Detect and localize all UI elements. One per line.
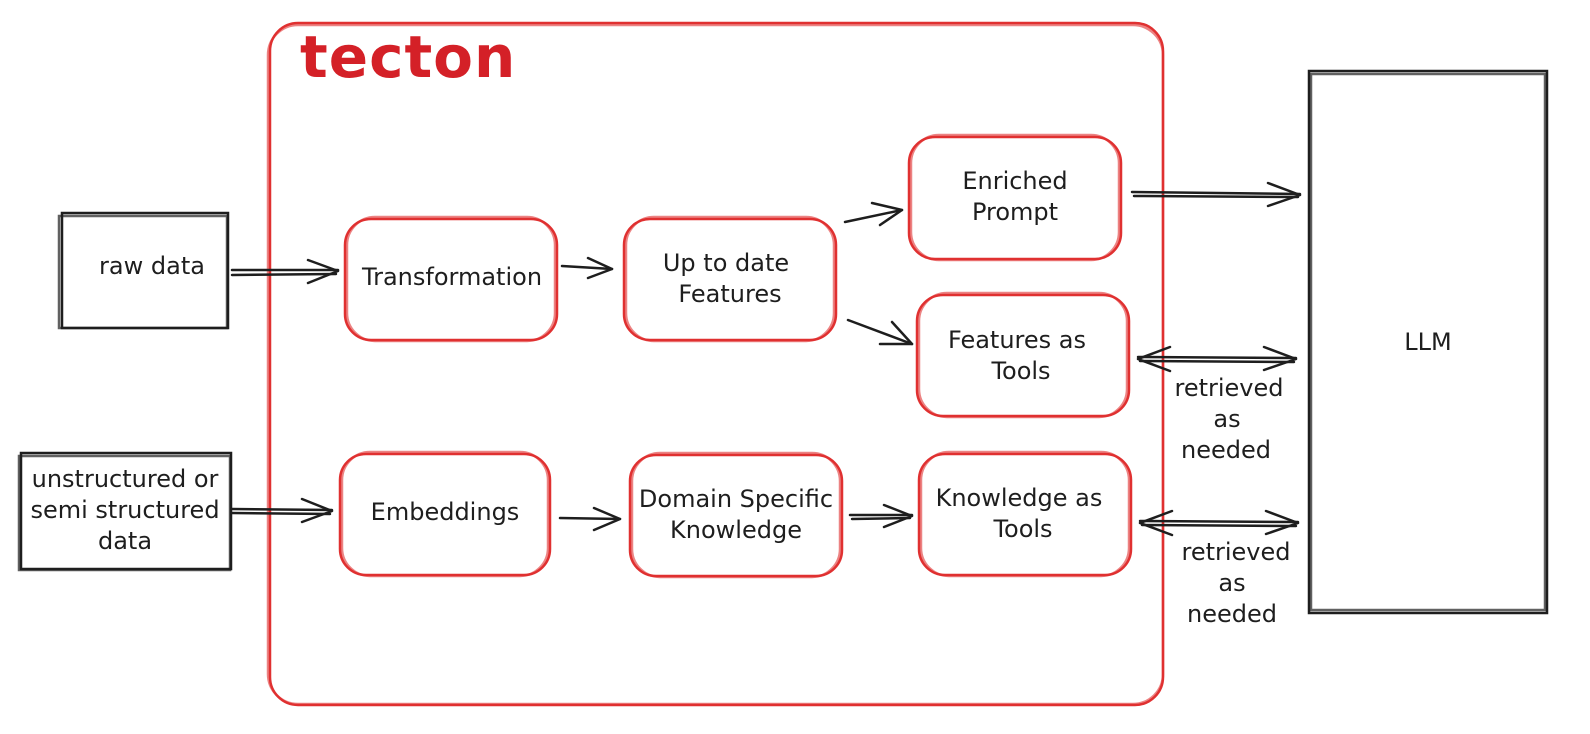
llm-box: LLM bbox=[1307, 69, 1549, 615]
embeddings-label: Embeddings bbox=[371, 498, 520, 526]
knowledge-as-tools-node: Knowledge as Tools bbox=[917, 450, 1133, 578]
svg-text:needed: needed bbox=[1181, 436, 1271, 464]
arrow-raw-to-transformation bbox=[230, 258, 340, 285]
knowledge-tools-label-line1: Knowledge as bbox=[936, 484, 1103, 512]
unstructured-label-line2: semi structured bbox=[30, 496, 219, 524]
arrow-features-to-tools bbox=[846, 318, 914, 346]
tecton-container-outline-2 bbox=[266, 23, 1165, 706]
features-as-tools-node: Features as Tools bbox=[915, 291, 1131, 419]
domain-label-line2: Knowledge bbox=[670, 516, 802, 544]
arrow-knowledge-tools-llm-bidirectional bbox=[1138, 509, 1300, 537]
arrow-features-to-enriched bbox=[843, 201, 904, 227]
svg-text:as: as bbox=[1218, 569, 1245, 597]
up-to-date-label-line1: Up to date bbox=[663, 249, 789, 277]
up-to-date-label-line2: Features bbox=[678, 280, 781, 308]
unstructured-label-line1: unstructured or bbox=[32, 465, 219, 493]
transformation-node: Transformation bbox=[343, 215, 559, 343]
domain-label-line1: Domain Specific bbox=[639, 485, 833, 513]
enriched-prompt-node: Enriched Prompt bbox=[907, 133, 1123, 262]
domain-knowledge-node: Domain Specific Knowledge bbox=[628, 451, 844, 579]
raw-data-box: raw data bbox=[57, 211, 230, 330]
arrow-enriched-to-llm bbox=[1130, 181, 1302, 208]
arrow-embeddings-to-domain bbox=[558, 506, 622, 532]
features-tools-label-line1: Features as bbox=[948, 326, 1086, 354]
retrieved-annotation-2: retrieved as needed bbox=[1181, 538, 1290, 628]
transformation-label: Transformation bbox=[361, 263, 542, 291]
features-tools-label-line2: Tools bbox=[990, 357, 1050, 385]
unstructured-data-box: unstructured or semi structured data bbox=[17, 451, 233, 572]
svg-text:retrieved: retrieved bbox=[1181, 538, 1290, 566]
retrieved-annotation-1: retrieved as needed bbox=[1174, 374, 1283, 464]
svg-text:retrieved: retrieved bbox=[1174, 374, 1283, 402]
enriched-label-line2: Prompt bbox=[972, 198, 1058, 226]
tecton-logo: tecton bbox=[300, 23, 516, 91]
arrow-transformation-to-features bbox=[560, 256, 614, 280]
arrow-features-tools-llm-bidirectional bbox=[1136, 345, 1298, 373]
embeddings-node: Embeddings bbox=[338, 450, 552, 578]
up-to-date-features-node: Up to date Features bbox=[622, 215, 838, 343]
llm-label: LLM bbox=[1404, 328, 1451, 356]
unstructured-label-line3: data bbox=[98, 527, 152, 555]
arrow-domain-to-knowledge-tools bbox=[848, 503, 914, 529]
arrow-unstructured-to-embeddings bbox=[230, 497, 334, 524]
knowledge-tools-label-line2: Tools bbox=[992, 515, 1052, 543]
enriched-label-line1: Enriched bbox=[962, 167, 1067, 195]
svg-text:needed: needed bbox=[1187, 600, 1277, 628]
svg-text:as: as bbox=[1213, 405, 1240, 433]
raw-data-label: raw data bbox=[99, 252, 205, 280]
